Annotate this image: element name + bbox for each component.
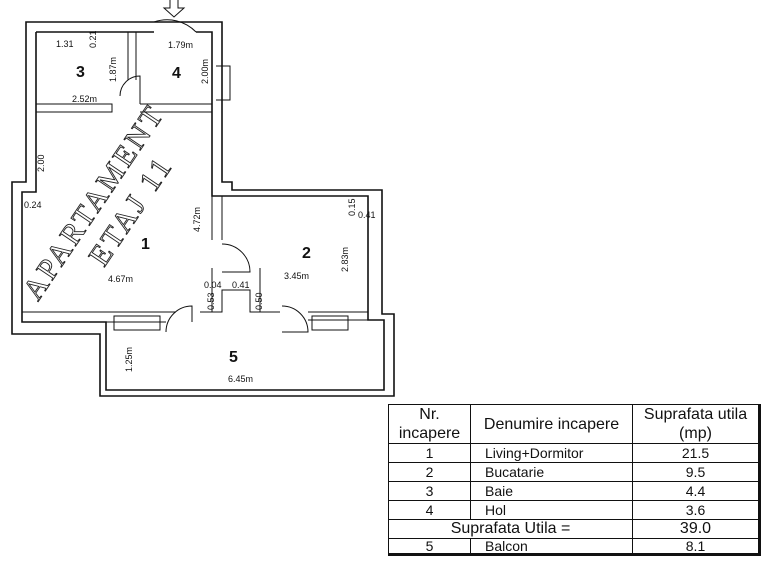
- dim-r3-h: 1.87m: [108, 57, 118, 82]
- room-number-4: 4: [172, 65, 181, 82]
- dim-mid-c: 0.53: [206, 292, 216, 310]
- table-row: 3 Baie 4.4: [388, 481, 759, 501]
- dim-mid-b: 0.41: [232, 280, 250, 290]
- dim-r2-a: 0.15: [347, 198, 357, 216]
- room-number-1: 1: [141, 236, 150, 253]
- dim-r1-h: 4.72m: [192, 207, 202, 232]
- dim-r4-w: 1.79m: [168, 40, 193, 50]
- row-name: Hol: [470, 500, 633, 520]
- row-name: Living+Dormitor: [470, 443, 633, 463]
- dim-r1-a: 2.00: [36, 154, 46, 172]
- total-label: Suprafata Utila =: [388, 519, 633, 539]
- dim-r1-b: 0.24: [24, 200, 42, 210]
- header-area: Suprafata utila (mp): [632, 404, 759, 444]
- total-value: 39.0: [632, 519, 759, 539]
- total-row: Suprafata Utila = 39.0: [388, 519, 759, 539]
- dim-mid-d: 0.50: [254, 292, 264, 310]
- room-number-3: 3: [76, 64, 85, 81]
- table-header-row: Nr. incapere Denumire incapere Suprafata…: [388, 404, 759, 444]
- dim-r5-h: 1.25m: [124, 347, 134, 372]
- row-nr: 4: [388, 500, 471, 520]
- row-area: 3.6: [632, 500, 759, 520]
- area-table: Nr. incapere Denumire incapere Suprafata…: [388, 404, 768, 563]
- row-name: Baie: [470, 481, 633, 501]
- table-row: 4 Hol 3.6: [388, 500, 759, 520]
- dim-r2-w: 3.45m: [284, 271, 309, 281]
- row-area: 4.4: [632, 481, 759, 501]
- row-name: Balcon: [470, 538, 633, 554]
- table-row: 1 Living+Dormitor 21.5: [388, 443, 759, 463]
- table-row: 5 Balcon 8.1: [388, 538, 759, 554]
- row-nr: 5: [388, 538, 471, 554]
- dim-r2-h: 2.83m: [340, 247, 350, 272]
- row-nr: 1: [388, 443, 471, 463]
- row-area: 8.1: [632, 538, 759, 554]
- dim-r2-b: 0.41: [358, 210, 376, 220]
- dim-r4-h: 2.00m: [200, 59, 210, 84]
- dim-r3-a: 1.31: [56, 39, 74, 49]
- door-swings: [119, 19, 309, 333]
- row-name: Bucatarie: [470, 462, 633, 482]
- header-name: Denumire incapere: [470, 404, 633, 444]
- table-row: 2 Bucatarie 9.5: [388, 462, 759, 482]
- interior-walls: [22, 32, 368, 331]
- row-area: 21.5: [632, 443, 759, 463]
- header-nr: Nr. incapere: [388, 404, 471, 444]
- dim-mid-a: 0.04: [204, 280, 222, 290]
- dim-r3-w: 2.52m: [72, 94, 97, 104]
- dim-r3-b: 0.21: [88, 30, 98, 48]
- entrance-arrow-icon: [162, 0, 186, 18]
- room-number-2: 2: [302, 245, 311, 262]
- dim-r1-w: 4.67m: [108, 274, 133, 284]
- row-nr: 3: [388, 481, 471, 501]
- row-area: 9.5: [632, 462, 759, 482]
- row-nr: 2: [388, 462, 471, 482]
- room-number-5: 5: [229, 349, 238, 366]
- dim-r5-w: 6.45m: [228, 374, 253, 384]
